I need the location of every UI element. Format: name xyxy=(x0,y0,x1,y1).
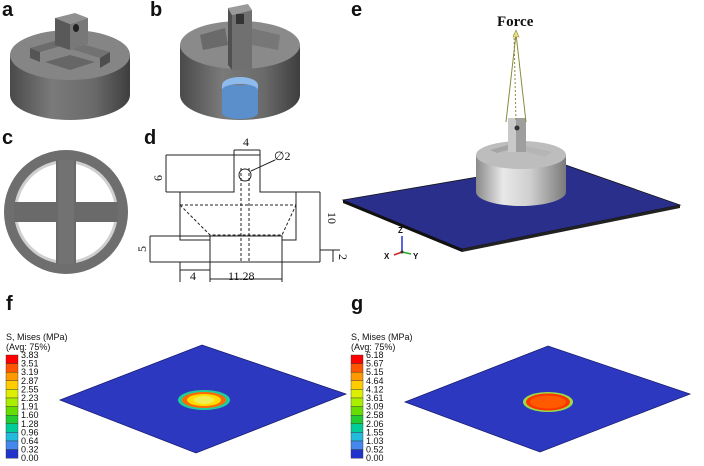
legend-g-value: 1.55 xyxy=(366,427,384,437)
dimension-drawing-d xyxy=(149,149,340,282)
panel-label-c: c xyxy=(2,127,14,149)
axis-y-label: Y xyxy=(413,252,419,261)
legend-f-swatch xyxy=(5,363,19,373)
legend-g-title: S, Mises (MPa) xyxy=(351,332,413,342)
legend-g-swatch xyxy=(350,432,364,442)
legend-f-subtitle: (Avg: 75%) xyxy=(6,342,50,352)
legend-f-swatch xyxy=(5,440,19,450)
legend-f-value: 2.55 xyxy=(21,384,39,394)
dim-top-height: 6 xyxy=(151,175,165,181)
model-3d-a xyxy=(10,13,130,120)
legend-g-value: 5.15 xyxy=(366,367,384,377)
dim-hole: ∅2 xyxy=(274,149,290,163)
legend-g-value: 0.00 xyxy=(366,453,384,463)
legend-g-swatch xyxy=(350,397,364,407)
panel-label-g: g xyxy=(351,293,364,315)
force-arrow-icon xyxy=(512,29,520,38)
legend-f-swatch xyxy=(5,415,19,425)
panel-label-b: b xyxy=(150,0,163,21)
legend-f-value: 0.00 xyxy=(21,453,39,463)
axis-x-label: X xyxy=(384,252,390,261)
legend-f-value: 0.96 xyxy=(21,427,39,437)
legend-g-value: 4.12 xyxy=(366,384,384,394)
legend-g-swatch xyxy=(350,423,364,433)
legend-f-swatch xyxy=(5,380,19,390)
stress-plate-g xyxy=(403,345,692,453)
legend-g-subtitle: (Avg: 75%) xyxy=(351,342,395,352)
legend-g-swatch xyxy=(350,440,364,450)
legend-f-swatch xyxy=(5,354,19,364)
panel-label-d: d xyxy=(144,127,157,149)
dim-left-width: 4 xyxy=(190,269,196,283)
legend-f-swatch xyxy=(5,449,19,459)
legend-f-swatch xyxy=(5,406,19,416)
model-3d-b xyxy=(180,4,300,120)
legend-g-value: 2.06 xyxy=(366,419,384,429)
legend-f-value: 0.64 xyxy=(21,436,39,446)
legend-f-swatch xyxy=(5,372,19,382)
legend-f-swatch xyxy=(5,432,19,442)
dim-base-width: 11.28 xyxy=(228,269,255,283)
legend-g-value: 3.61 xyxy=(366,393,384,403)
legend-g-swatch xyxy=(350,449,364,459)
part-3d-e xyxy=(476,118,566,206)
legend-g-value: 1.03 xyxy=(366,436,384,446)
dim-total-height: 10 xyxy=(325,212,339,224)
legend-g-value: 0.52 xyxy=(366,445,384,455)
dim-step-height: 5 xyxy=(135,246,149,252)
legend-f-value: 3.19 xyxy=(21,367,39,377)
panel-label-e: e xyxy=(351,0,363,21)
dim-top-width: 4 xyxy=(243,135,249,149)
panel-label-a: a xyxy=(2,0,14,21)
legend-g-value: 6.18 xyxy=(366,350,384,360)
legend-f-value: 0.32 xyxy=(21,445,39,455)
dim-base-height: 2 xyxy=(336,254,350,260)
legend-g-swatch xyxy=(350,363,364,373)
panel-label-f: f xyxy=(6,293,13,315)
force-label: Force xyxy=(497,14,534,30)
legend-f-value: 2.23 xyxy=(21,393,39,403)
legend-f-value: 2.87 xyxy=(21,376,39,386)
legend-g-value: 5.67 xyxy=(366,359,384,369)
stress-plate-f xyxy=(58,344,348,454)
legend-g-value: 3.09 xyxy=(366,402,384,412)
legend-f-value: 3.51 xyxy=(21,359,39,369)
legend-f-swatch xyxy=(5,397,19,407)
legend-g-swatch xyxy=(350,415,364,425)
axis-z-label: Z xyxy=(398,226,403,235)
legend-f-swatch xyxy=(5,423,19,433)
legend-f-value: 1.60 xyxy=(21,410,39,420)
plate-e xyxy=(341,162,682,252)
legend-g-value: 4.64 xyxy=(366,376,384,386)
legend-g-swatch xyxy=(350,389,364,399)
legend-f: 3.833.513.192.872.552.231.911.601.280.96… xyxy=(5,350,39,463)
legend-g-swatch xyxy=(350,372,364,382)
model-top-view-c xyxy=(4,150,128,274)
legend-f-value: 1.91 xyxy=(21,402,39,412)
legend-f-value: 1.28 xyxy=(21,419,39,429)
force-cables xyxy=(505,33,527,123)
legend-g-value: 2.58 xyxy=(366,410,384,420)
legend-g-swatch xyxy=(350,406,364,416)
legend-g-swatch xyxy=(350,380,364,390)
legend-f-swatch xyxy=(5,389,19,399)
legend-f-title: S, Mises (MPa) xyxy=(6,332,68,342)
legend-f-value: 3.83 xyxy=(21,350,39,360)
axis-triad-icon xyxy=(393,236,412,256)
legend-g-swatch xyxy=(350,354,364,364)
legend-g: 6.185.675.154.644.123.613.092.582.061.55… xyxy=(350,350,384,463)
